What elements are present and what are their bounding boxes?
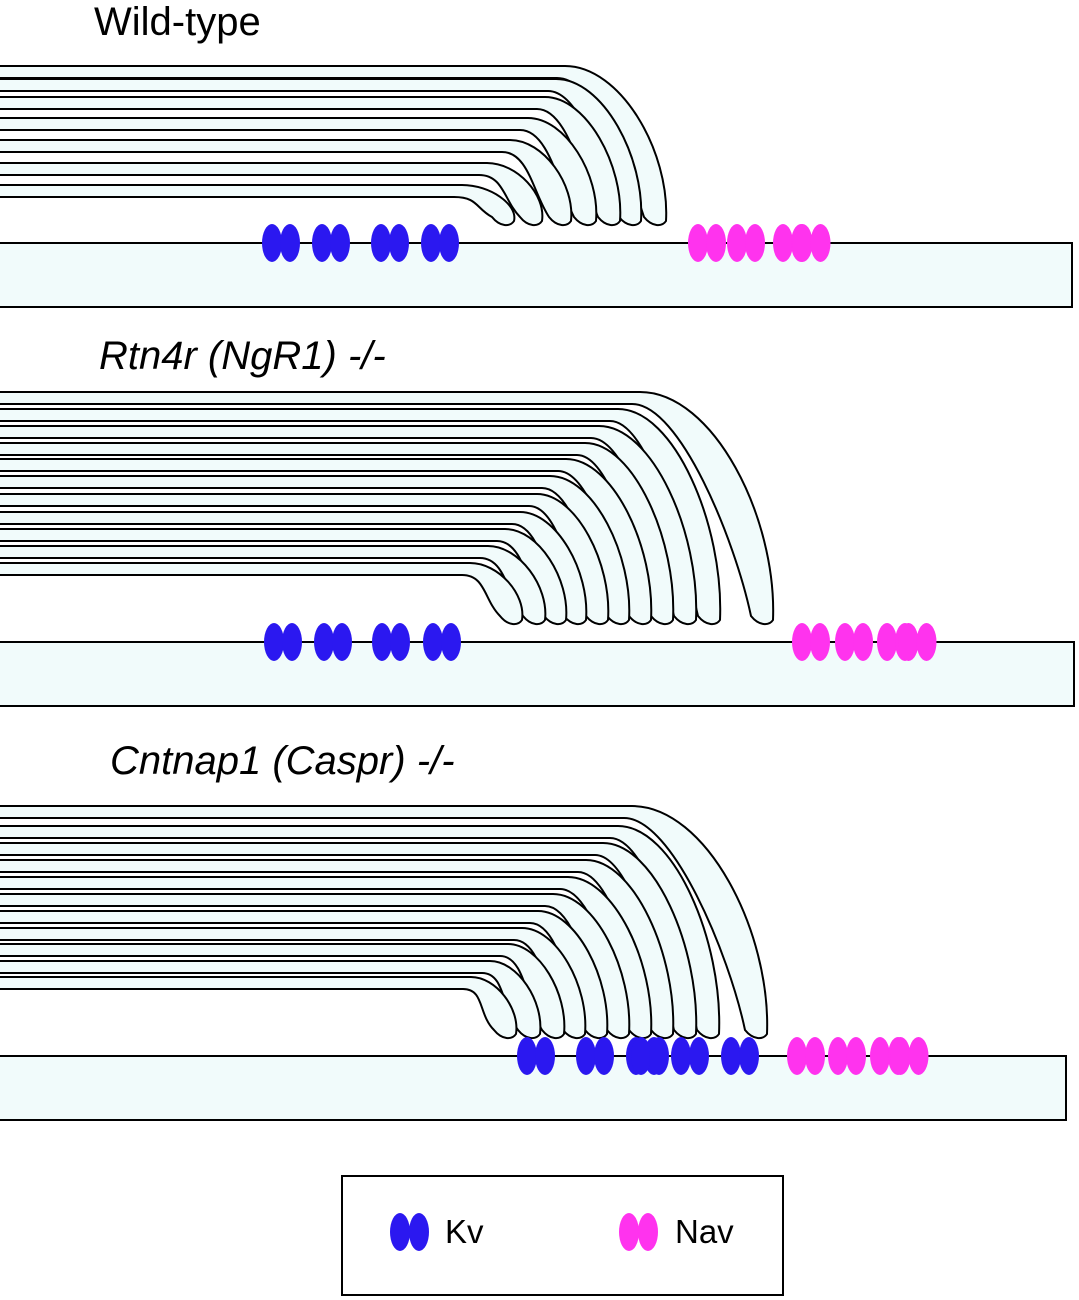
panel-title-wild-type: Wild-type <box>94 0 261 44</box>
myelin-lamella <box>0 139 573 227</box>
axon <box>0 242 1073 308</box>
kv-channel-cluster <box>576 1037 614 1075</box>
myelin-lamella <box>0 960 542 1040</box>
nav-channel-cluster <box>727 224 765 262</box>
nav-channel-cluster <box>890 1037 929 1075</box>
kv-channel-cluster <box>372 623 410 661</box>
kv-channel-cluster <box>631 1037 669 1075</box>
myelin-lamella <box>0 117 598 227</box>
kv-channel-cluster <box>671 1037 709 1075</box>
nav-channel-cluster <box>688 224 726 262</box>
legend: Kv Nav <box>341 1175 784 1296</box>
panel-rtn4r-knockout <box>0 391 1075 707</box>
kv-channel-cluster <box>262 224 300 262</box>
kv-channel-icon <box>390 1213 429 1251</box>
myelin-lamella <box>0 976 518 1040</box>
nav-channel-cluster <box>792 224 831 262</box>
nav-channel-cluster <box>792 623 830 661</box>
myelin-lamella <box>0 184 516 227</box>
panel-title-cntnap1: Cntnap1 (Caspr) -/- <box>110 739 455 783</box>
nav-channel-cluster <box>835 623 873 661</box>
kv-channel-cluster <box>371 224 409 262</box>
panel-wild-type <box>0 65 1073 308</box>
myelin-lamella <box>0 562 524 626</box>
nav-channel-icon <box>619 1213 658 1251</box>
kv-channel-cluster <box>264 623 302 661</box>
myelin-lamella <box>0 943 566 1040</box>
kv-channel-cluster <box>423 623 461 661</box>
panel-cntnap1-knockout <box>0 805 1067 1121</box>
panel-title-rtn4r: Rtn4r (NgR1) -/- <box>99 334 386 378</box>
legend-label-kv: Kv <box>445 1213 484 1250</box>
myelin-lamella <box>0 96 622 227</box>
kv-channel-cluster <box>517 1037 555 1075</box>
kv-channel-cluster <box>312 224 350 262</box>
legend-label-nav: Nav <box>675 1213 734 1250</box>
nav-channel-cluster <box>828 1037 866 1075</box>
kv-channel-cluster <box>421 224 459 262</box>
myelin-lamella <box>0 162 544 227</box>
nav-channel-cluster <box>898 623 937 661</box>
myelin-lamella <box>0 545 547 626</box>
myelin-lamella <box>0 805 769 1040</box>
myelin-lamella <box>0 391 775 626</box>
kv-channel-cluster <box>721 1037 759 1075</box>
kv-channel-cluster <box>314 623 352 661</box>
nav-channel-cluster <box>787 1037 825 1075</box>
